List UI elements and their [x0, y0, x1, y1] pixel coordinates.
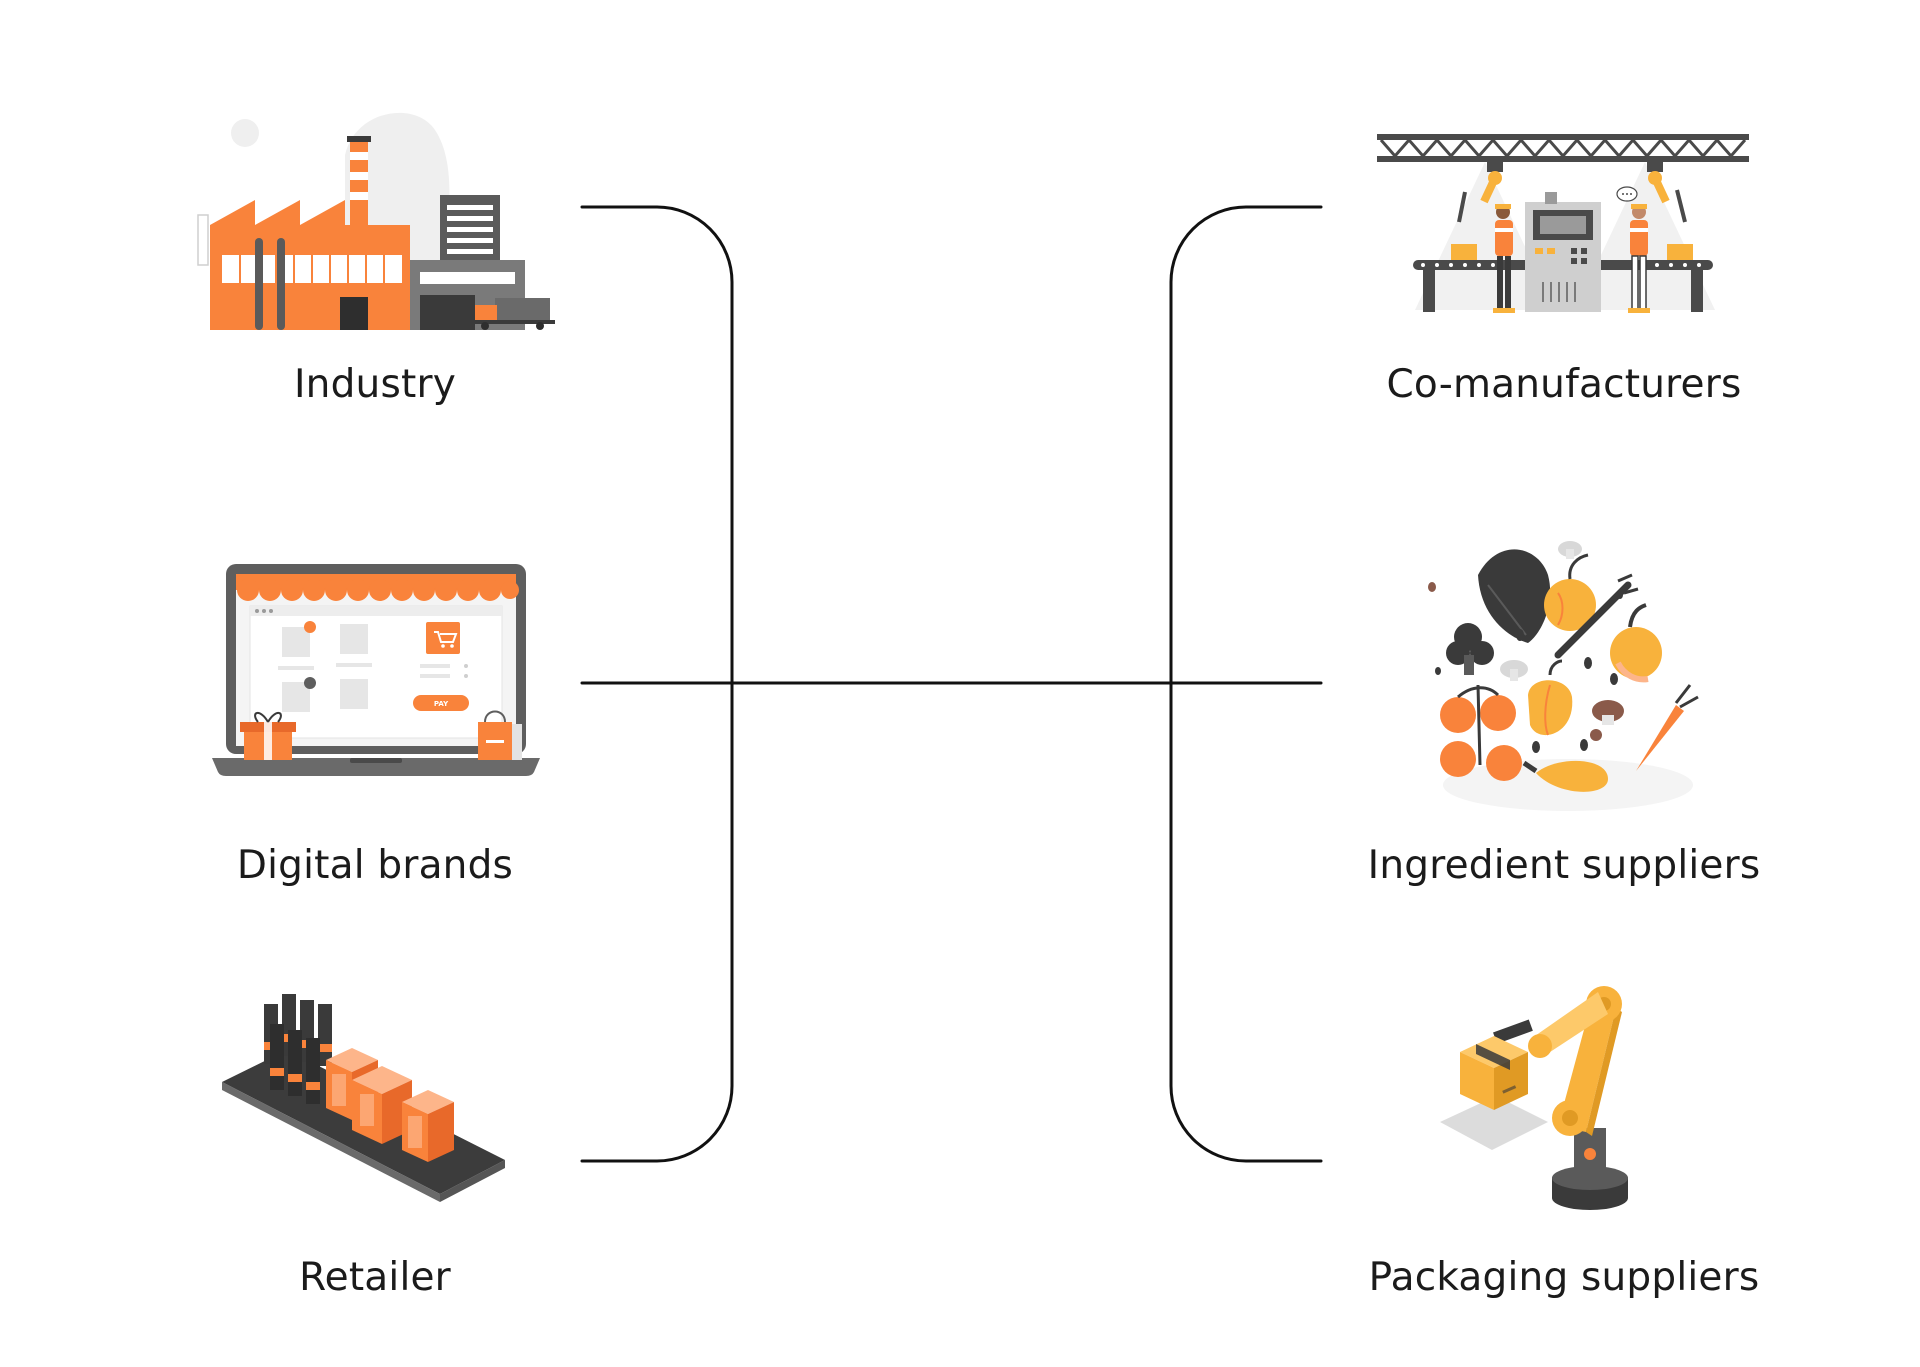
node-label-digital-brands: Digital brands [236, 843, 514, 888]
laptop-shop-icon: PAY [212, 564, 540, 776]
node-label-retailer: Retailer [299, 1255, 451, 1300]
connector-retailer [580, 681, 734, 1163]
connector-industry [580, 205, 734, 685]
connector-packaging-suppliers [1169, 681, 1323, 1163]
robot-arm-icon [1440, 986, 1628, 1210]
node-label-co-manufacturers: Co-manufacturers [1386, 362, 1742, 407]
node-label-industry: Industry [293, 362, 457, 407]
node-label-ingredient-suppliers: Ingredient suppliers [1367, 843, 1761, 888]
vegetables-icon [1428, 541, 1699, 811]
factory-icon [197, 112, 555, 330]
node-label-packaging-suppliers: Packaging suppliers [1368, 1255, 1760, 1300]
pay-button-label: PAY [434, 700, 449, 708]
retail-shelf-icon [222, 994, 505, 1202]
assembly-line-icon [1377, 134, 1749, 313]
connector-co-manufacturers [1169, 205, 1323, 685]
